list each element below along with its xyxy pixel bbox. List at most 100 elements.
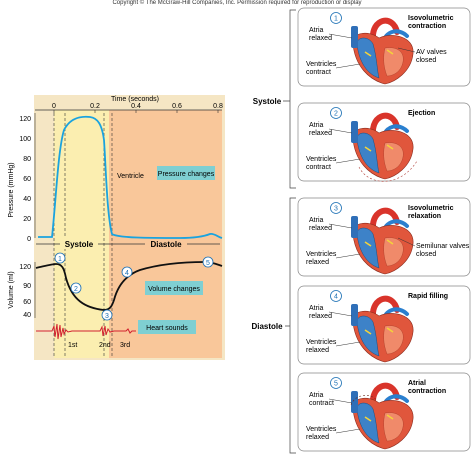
left-ventricle [383,237,404,267]
graph-marker-5: 5 [206,260,210,267]
vena-cava [351,391,358,413]
pressure-tick-label: 20 [23,216,31,223]
leader-line [335,341,361,347]
time-tick-label: 0.6 [172,103,182,110]
leader-line [328,223,353,229]
heart-sounds-trace [36,323,136,340]
volume-tick-label: 60 [23,299,31,306]
panel-number: 2 [334,111,338,118]
panel-number-marker [330,290,342,302]
panel-number-marker [330,377,342,389]
pressure-ticks: 120 100 80 60 40 20 0 [19,116,31,243]
diastole-bracket [285,197,296,454]
panel-title: Ejection [408,110,435,117]
right-heart-chambers [356,37,380,79]
graph-phase-markers: 1 2 3 4 5 [54,252,214,321]
time-tick-label: 0.2 [90,103,100,110]
panel-number-marker [330,107,342,119]
diastole-label-bg [145,238,187,249]
leader-line [335,63,361,69]
leader-line [335,158,361,164]
pressure-tick-label: 60 [23,176,31,183]
leader-line [328,311,353,317]
heart-valves [364,239,394,247]
left-ventricle [383,412,404,442]
leader-line [397,47,416,53]
panel-number-marker [330,202,342,214]
heart-sounds-box [138,320,196,334]
left-ventricle [383,142,404,172]
heart-valves [364,327,394,335]
diastole-bracket-label: Diastole [251,322,283,331]
right-heart-chambers [356,402,380,444]
panel-number: 3 [334,206,338,213]
graph-marker-3: 3 [105,313,109,320]
time-tick-label: 0.8 [213,103,223,110]
right-heart-chambers [356,227,380,269]
time-tick-label: 0.4 [131,103,141,110]
systole-label-bg [60,238,98,249]
pressure-changes-box [157,166,215,180]
panel-title: Rapid filling [408,293,448,300]
right-heart-chambers [356,315,380,357]
heart-illustration [351,112,418,182]
volume-tick-label: 90 [23,283,31,290]
vena-cava [351,216,358,238]
graph-marker-1: 1 [58,256,62,263]
time-axis-title: Time (seconds) [111,96,159,103]
volume-axis-title: Volume (ml) [8,271,15,308]
sound-label-3rd: 3rd [120,342,130,349]
graph-diastole-label: Diastole [150,240,182,249]
leader-line [328,128,353,134]
panel-number: 1 [334,16,338,23]
panel-number: 5 [334,381,338,388]
pressure-axis-title: Pressure (mmHg) [8,162,15,217]
pressure-tick-label: 0 [27,236,31,243]
heart-illustration [351,207,414,275]
systole-band [54,110,109,358]
contraction-outline [358,160,418,182]
leader-line [328,398,353,404]
graph-systole-label: Systole [65,240,94,249]
volume-tick-label: 40 [23,312,31,319]
phase-brackets: Systole Diastole [251,9,296,454]
volume-changes-label: Volume changes [148,286,200,293]
ventricle-label: Ventricle [117,173,144,180]
pressure-tick-label: 100 [19,136,31,143]
volume-ticks: 120 90 60 40 [19,264,31,319]
sound-label-2nd: 2nd [99,342,111,349]
graph-marker-4: 4 [125,270,129,277]
leader-line [397,237,416,247]
heart-valves [364,49,394,57]
heart-illustration [351,295,414,363]
systole-bracket-label: Systole [253,97,282,106]
pressure-changes-label: Pressure changes [158,171,215,178]
heart-valves [364,144,394,152]
heart-valves [364,414,394,422]
heart-illustration [350,382,414,450]
time-tick-label: 0 [52,103,56,110]
pressure-tick-label: 40 [23,196,31,203]
heart-illustration [351,17,414,85]
sound-label-1st: 1st [68,342,77,349]
leader-line [335,253,361,259]
left-ventricle [383,325,404,355]
heart-sounds-label: Heart sounds [146,325,188,332]
pressure-tick-label: 120 [19,116,31,123]
